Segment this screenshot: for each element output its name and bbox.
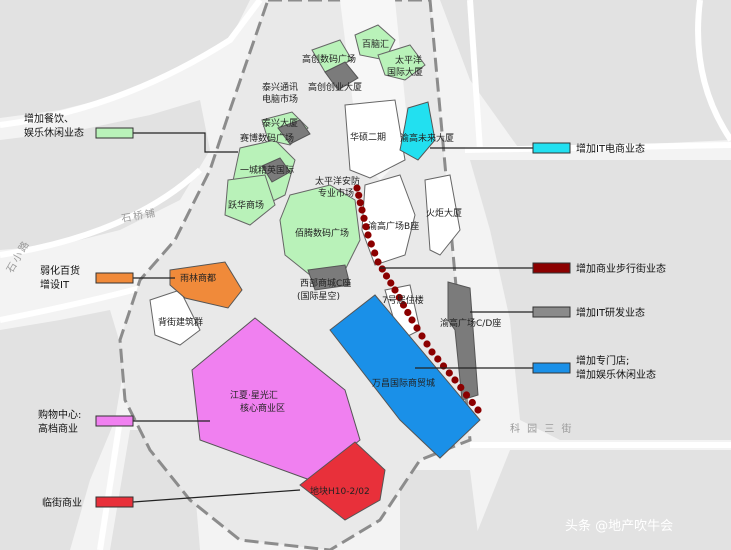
label-yugao-b: 渝高广场B座 xyxy=(368,220,419,232)
label-taixing-tower: 泰兴大厦 xyxy=(262,117,298,129)
street-dot xyxy=(387,279,395,287)
street-dot xyxy=(364,231,372,239)
label-taipingyang-intl-2: 国际大厦 xyxy=(387,66,423,78)
street-dot xyxy=(367,240,375,248)
street-dot xyxy=(362,223,370,231)
street-dot xyxy=(360,214,368,222)
legend-darkred-1: 增加商业步行街业态 xyxy=(576,262,666,275)
legend-magenta-1: 购物中心: xyxy=(38,408,81,421)
street-dot xyxy=(404,308,412,317)
huoju-building xyxy=(424,174,461,256)
label-taipingyang-security-1: 太平洋安防 xyxy=(315,175,360,187)
label-yugao-cd: 渝高广场C/D座 xyxy=(440,317,501,329)
legend-swatch-darkred xyxy=(532,262,571,274)
legend-swatch-blue xyxy=(532,362,571,374)
legend-swatch-magenta xyxy=(95,415,134,427)
huashuo-building xyxy=(344,99,406,179)
yuehua-building xyxy=(224,174,276,226)
street-dot xyxy=(434,355,442,363)
street-dot xyxy=(378,265,386,273)
road-keyuan: 科 园 三 街 xyxy=(510,422,574,435)
street-dot xyxy=(358,206,366,214)
label-taipingyang-intl-1: 太平洋 xyxy=(395,54,422,66)
yugao-b-building xyxy=(361,174,416,266)
plot-building xyxy=(299,441,386,521)
street-dot xyxy=(418,332,426,340)
legend-grey-1: 增加IT研发业态 xyxy=(576,306,645,319)
legend-magenta-2: 高档商业 xyxy=(38,422,78,435)
baonaohui-building xyxy=(354,24,396,61)
legend-swatch-green xyxy=(95,127,134,139)
beijie-buildings xyxy=(149,289,201,346)
label-baiteng: 佰腾数码广场 xyxy=(295,227,349,239)
label-yugao-future: 渝高未来大厦 xyxy=(400,132,454,144)
wanchang-building xyxy=(329,294,481,459)
jiangxia-building xyxy=(191,317,361,481)
street-dot xyxy=(423,340,431,348)
pedestrian-street-dots xyxy=(353,184,482,414)
street-dot xyxy=(428,348,436,356)
street-dot xyxy=(382,272,391,280)
legend-swatch-grey xyxy=(532,306,571,318)
legend-red-1: 临街商业 xyxy=(42,496,82,509)
legend-swatch-cyan xyxy=(532,142,571,154)
label-baonaohui: 百脑汇 xyxy=(362,38,389,50)
label-taixing-telecom-2: 电脑市场 xyxy=(262,93,298,105)
label-taipingyang-security-2: 专业市场 xyxy=(318,187,354,199)
label-gaochuang-digital: 高创数码广场 xyxy=(302,53,356,65)
legend-swatch-red xyxy=(95,496,134,508)
legend-blue-1: 增加专门店; xyxy=(576,354,629,367)
street-dot xyxy=(474,406,482,414)
street-dot xyxy=(468,398,476,407)
label-yicheng: 一城精英国际 xyxy=(240,164,294,176)
leader-lines xyxy=(132,132,533,503)
yulin-building xyxy=(169,261,243,309)
label-xibu-1: 西部商城C座 xyxy=(300,277,351,289)
street-dot xyxy=(399,301,408,309)
street-dot xyxy=(355,191,363,199)
label-taixing-telecom-1: 泰兴通讯 xyxy=(262,81,298,93)
label-beijie: 背街建筑群 xyxy=(158,316,203,328)
label-xibu-2: (国际星空) xyxy=(297,290,340,302)
street-dot xyxy=(457,383,465,392)
legend-orange-2: 增设IT xyxy=(40,278,70,291)
legend-left: 增加餐饮、 娱乐休闲业态 弱化百货 增设IT 购物中心: 高档商业 临街商业 xyxy=(24,112,134,509)
label-gaochuang-innovation: 高创创业大厦 xyxy=(308,81,362,93)
taipingyang-intl-building xyxy=(377,44,426,81)
label-yulin: 雨林商都 xyxy=(180,272,216,284)
street-dot xyxy=(395,293,403,302)
street-dot xyxy=(451,376,459,384)
street-dot xyxy=(353,184,361,192)
label-saibo: 赛博数码广场 xyxy=(240,132,294,144)
legend-green-2: 娱乐休闲业态 xyxy=(24,126,84,139)
legend-cyan-1: 增加IT电商业态 xyxy=(576,142,645,155)
street-dot xyxy=(374,258,382,266)
legend-blue-2: 增加娱乐休闲业态 xyxy=(576,368,656,381)
label-jiangxia-2: 核心商业区 xyxy=(240,402,285,414)
label-jiangxia-1: 江夏·星光汇 xyxy=(230,389,278,401)
building-labels: 百脑汇 太平洋 国际大厦 高创数码广场 泰兴通讯 电脑市场 高创创业大厦 泰兴大… xyxy=(158,38,501,497)
street-dot xyxy=(445,369,453,377)
legend-green-1: 增加餐饮、 xyxy=(24,112,74,125)
label-huoju: 火炬大厦 xyxy=(426,207,462,219)
street-dot xyxy=(356,199,364,207)
white-buildings xyxy=(149,99,461,346)
street-dot xyxy=(462,391,471,399)
label-residence7: 7号居住楼 xyxy=(382,294,424,306)
label-plot: 地块H10-2/02 xyxy=(310,485,370,497)
yugao-future-building xyxy=(399,101,436,161)
street-dot xyxy=(391,286,399,294)
watermark: 头条 @地产吹牛会 xyxy=(565,518,673,534)
label-huashuo: 华硕二期 xyxy=(350,131,386,143)
street-dot xyxy=(371,249,379,257)
legend-orange-1: 弱化百货 xyxy=(40,264,80,277)
street-dot xyxy=(413,324,421,332)
legend-swatch-orange xyxy=(95,272,134,284)
street-dot xyxy=(408,316,416,324)
legend-right: 增加IT电商业态 增加商业步行街业态 增加IT研发业态 增加专门店; 增加娱乐休… xyxy=(532,142,666,381)
label-wanchang: 万昌国际商贸城 xyxy=(372,377,435,389)
label-yuehua: 跃华商场 xyxy=(228,199,264,211)
